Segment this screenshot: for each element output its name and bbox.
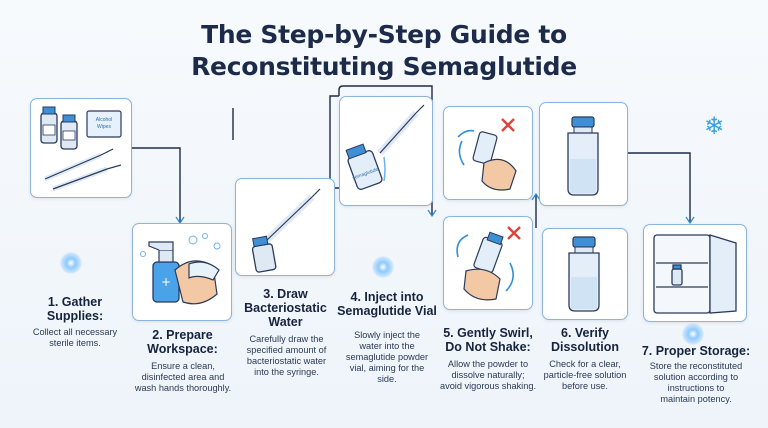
snowflake-icon: ❄	[704, 112, 725, 140]
connector-3-4	[329, 95, 345, 189]
step2-illustration: +	[132, 223, 232, 321]
hand-vial-icon	[463, 231, 504, 301]
step6-illustration-bottom	[542, 228, 628, 320]
step3-label: 3. Draw Bacteriostatic Water	[244, 287, 327, 329]
supplies-vials-icon	[40, 106, 78, 150]
step5-label: 5. Gently Swirl, Do Not Shake:	[443, 326, 533, 354]
spray-bottle-icon: +	[148, 241, 180, 303]
svg-text:Alcohol: Alcohol	[96, 117, 112, 123]
step4-desc: Slowly inject the water into the semaglu…	[345, 330, 429, 384]
hands-cloth-icon	[174, 260, 220, 305]
clear-vial-icon	[568, 236, 600, 312]
step7-glow-dot	[682, 323, 704, 345]
step7-desc: Store the reconstituted solution accordi…	[649, 361, 743, 404]
syringe-icon	[377, 104, 425, 156]
step3-desc: Carefully draw the specified amount of b…	[246, 334, 327, 377]
step4-glow-dot	[372, 256, 394, 278]
clear-vial-icon	[567, 116, 599, 196]
step5-illustration-bottom	[443, 216, 533, 310]
alcohol-wipes-icon: Alcohol Wipes	[86, 110, 122, 138]
step6-label: 6. Verify Dissolution	[550, 326, 620, 354]
connector-6-7	[626, 152, 691, 222]
hand-vial-icon	[472, 131, 517, 191]
semaglutide-vial-icon: semaglutide	[345, 143, 383, 190]
syringe-icon	[259, 188, 321, 248]
step3-illustration	[235, 178, 335, 276]
svg-text:+: +	[161, 275, 171, 289]
syringe-icon	[44, 148, 122, 192]
step1-glow-dot	[60, 252, 82, 274]
no-shake-x-icon	[501, 118, 515, 132]
refrigerator-icon	[653, 234, 737, 314]
no-shake-x-icon	[507, 226, 521, 240]
step1-desc: Collect all necessary sterile items.	[32, 327, 118, 348]
page-title-line1: The Step-by-Step Guide to	[201, 20, 567, 49]
step6-illustration-top	[539, 102, 628, 206]
step7-label: 7. Proper Storage:	[641, 344, 751, 358]
step1-illustration: Alcohol Wipes	[30, 98, 132, 198]
page-title-line2: Reconstituting Semaglutide	[191, 52, 577, 81]
step5-illustration-top	[443, 106, 533, 200]
connector-4-5	[338, 85, 433, 215]
step7-illustration	[643, 224, 747, 322]
shake-arrows-icon	[457, 129, 475, 166]
swirl-arrows-icon	[456, 234, 514, 292]
step4-label: 4. Inject into Semaglutide Vial	[337, 290, 437, 318]
svg-text:Wipes: Wipes	[97, 124, 111, 130]
connector-1-2	[130, 147, 181, 222]
vial-icon	[251, 235, 277, 273]
step2-desc: Ensure a clean, disinfected area and was…	[134, 361, 232, 393]
step4-illustration: semaglutide	[339, 96, 433, 206]
step6-desc: Check for a clear, particle-free solutio…	[543, 359, 627, 391]
step1-label: 1. Gather Supplies:	[46, 295, 104, 323]
step5-desc: Allow the powder to dissolve naturally; …	[439, 359, 537, 391]
step2-label: 2. Prepare Workspace:	[147, 328, 218, 356]
